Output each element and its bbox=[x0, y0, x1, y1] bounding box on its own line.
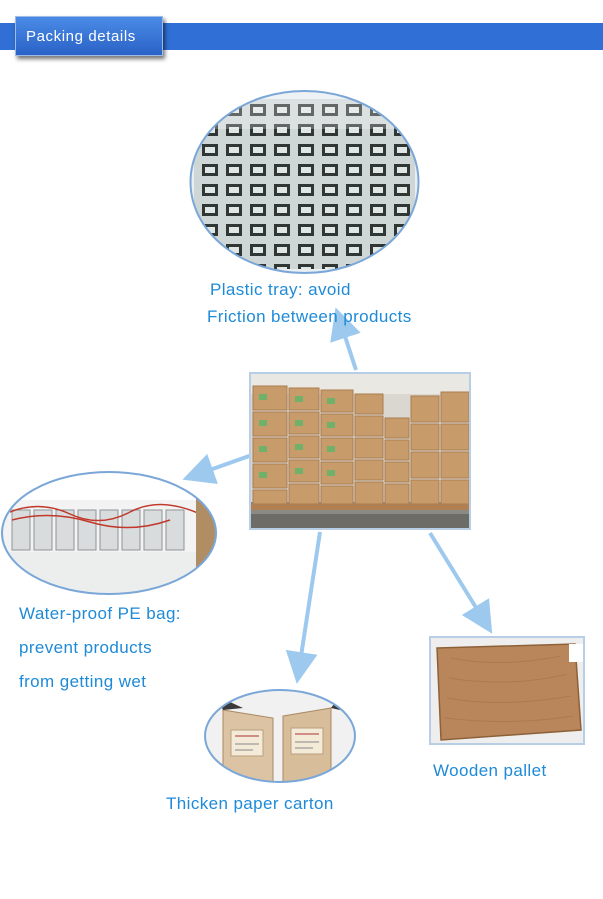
carton-caption: Thicken paper carton bbox=[166, 794, 334, 813]
wooden-pallet-photo bbox=[429, 636, 585, 745]
tray-caption-line2: Friction between products bbox=[207, 307, 412, 326]
bag-caption-line2: prevent products bbox=[19, 638, 153, 657]
arrow-to-bag bbox=[182, 453, 253, 485]
bag-caption-line3: from getting wet bbox=[19, 672, 147, 691]
arrow-to-tray bbox=[330, 307, 361, 371]
paper-carton-photo bbox=[203, 688, 357, 784]
pallet-caption: Wooden pallet bbox=[433, 761, 547, 780]
section-title: Packing details bbox=[15, 16, 163, 56]
plastic-tray-photo bbox=[189, 89, 420, 275]
arrow-to-pallet bbox=[428, 531, 493, 634]
tray-caption-line1: Plastic tray: avoid bbox=[210, 280, 351, 299]
bag-caption-line1: Water-proof PE bag: bbox=[19, 604, 181, 623]
pe-bag-photo bbox=[0, 470, 218, 596]
warehouse-cartons-photo bbox=[249, 372, 471, 530]
arrow-to-carton bbox=[285, 531, 322, 684]
